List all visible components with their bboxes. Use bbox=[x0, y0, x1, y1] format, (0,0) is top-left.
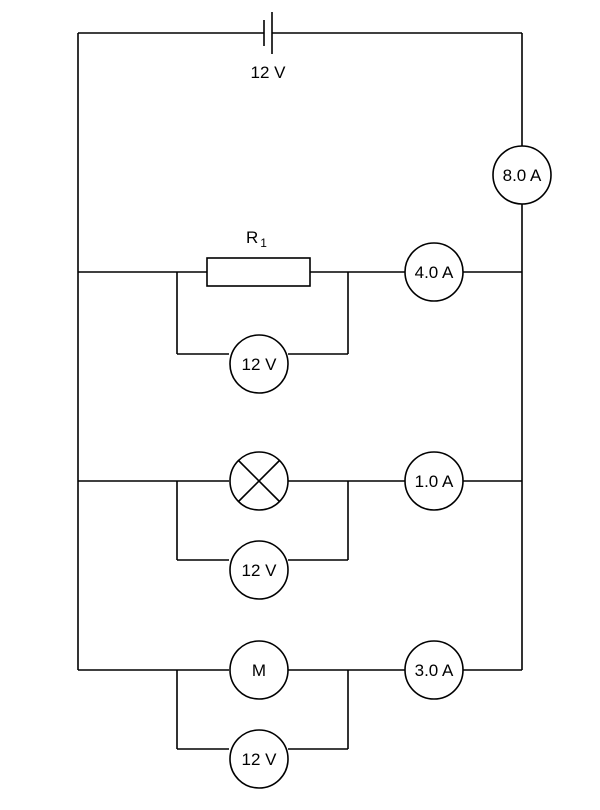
ammeter-main-reading: 8.0 A bbox=[503, 166, 542, 185]
ammeter-r1-reading: 4.0 A bbox=[415, 263, 454, 282]
ammeter-lamp: 1.0 A bbox=[404, 451, 464, 511]
battery-label: 12 V bbox=[251, 63, 287, 82]
main-loop-wires bbox=[77, 32, 523, 670]
ammeter-motor-reading: 3.0 A bbox=[415, 661, 454, 680]
battery-cell: 12 V bbox=[251, 12, 287, 82]
branch-lamp: 12 V 1.0 A bbox=[78, 451, 522, 600]
voltmeter-motor-reading: 12 V bbox=[242, 750, 278, 769]
branch-motor: M 12 V 3.0 A bbox=[78, 640, 522, 789]
ammeter-main: 8.0 A bbox=[492, 145, 552, 205]
lamp-symbol bbox=[229, 451, 289, 511]
voltmeter-lamp: 12 V bbox=[229, 540, 289, 600]
motor-label: M bbox=[252, 661, 266, 680]
voltmeter-lamp-reading: 12 V bbox=[242, 561, 278, 580]
voltmeter-r1-reading: 12 V bbox=[242, 355, 278, 374]
voltmeter-motor: 12 V bbox=[229, 729, 289, 789]
ammeter-r1: 4.0 A bbox=[404, 242, 464, 302]
resistor-r1 bbox=[206, 257, 311, 287]
ammeter-lamp-reading: 1.0 A bbox=[415, 472, 454, 491]
voltmeter-r1: 12 V bbox=[229, 334, 289, 394]
ammeter-motor: 3.0 A bbox=[404, 640, 464, 700]
motor-symbol: M bbox=[229, 640, 289, 700]
